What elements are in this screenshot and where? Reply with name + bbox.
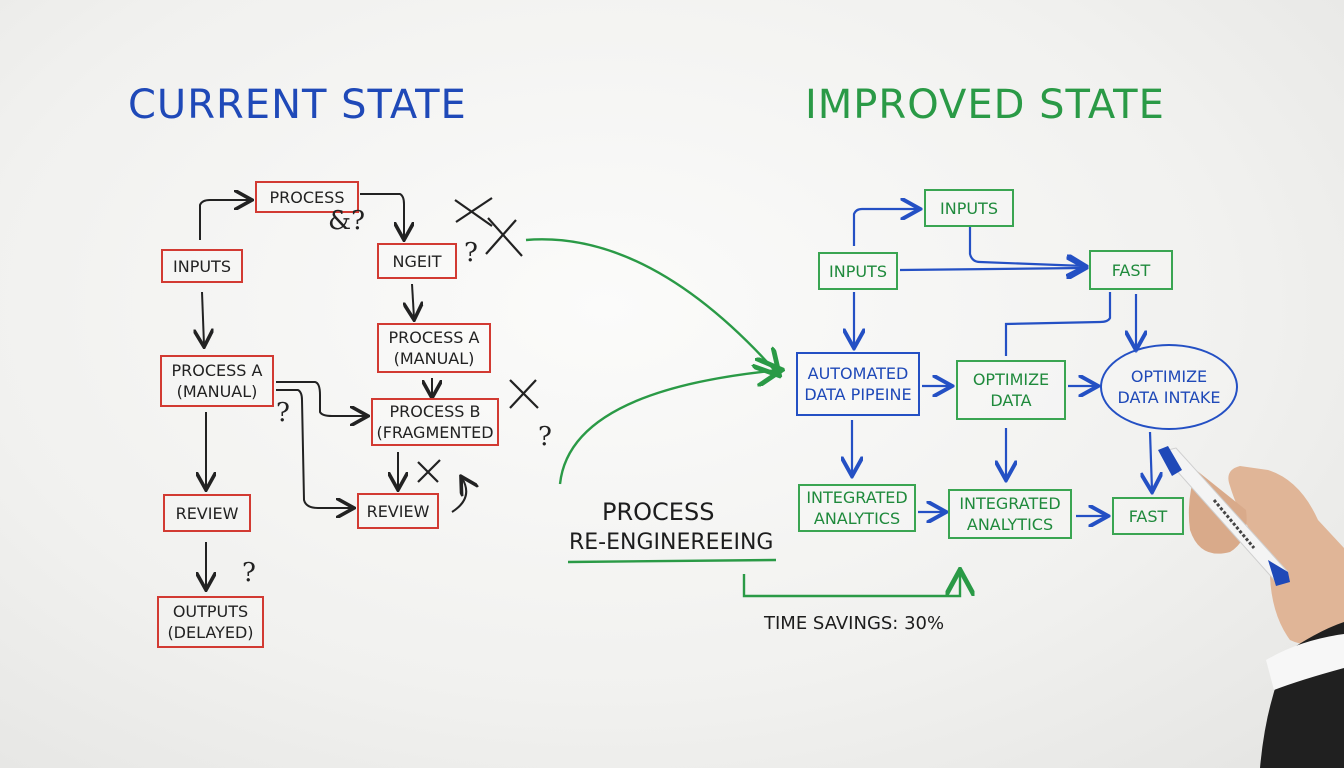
automated-line1: AUTOMATED [807, 364, 909, 383]
process-b-line2: (FRAGMENTED [376, 423, 494, 442]
fast-bottom-box: FAST [1112, 497, 1184, 535]
integrated-mid-line1: INTEGRATED [959, 494, 1061, 513]
integrated-left-line1: INTEGRATED [806, 488, 908, 507]
integrated-mid-line2: ANALYTICS [966, 515, 1054, 534]
process-top-label: PROCESS [269, 187, 345, 207]
process-top-box: PROCESS [255, 181, 359, 213]
integrated-mid-box: INTEGRATED ANALYTICS [948, 489, 1072, 539]
cross-marks [417, 197, 539, 483]
review-left-box: REVIEW [163, 494, 251, 532]
outputs-line2: (DELAYED) [167, 623, 254, 642]
process-a-left-line2: (MANUAL) [176, 382, 258, 401]
optimize-data-box: OPTIMIZE DATA [956, 360, 1066, 420]
question-mark-4: ? [242, 558, 256, 588]
reengineering-title-line2: RE-ENGINEREEING [569, 530, 774, 555]
hand-with-marker [1158, 446, 1344, 768]
ngeit-label: NGEIT [392, 251, 442, 271]
current-state-arrows [200, 194, 466, 588]
inputs-top-box: INPUTS [924, 189, 1014, 227]
review-mid-label: REVIEW [366, 501, 430, 521]
inputs-left-label: INPUTS [173, 256, 231, 276]
improved-state-arrows [852, 209, 1152, 516]
optimize-intake-oval: OPTIMIZE DATA INTAKE [1100, 344, 1238, 430]
inputs-top-label: INPUTS [940, 198, 998, 218]
process-a-mid-line2: (MANUAL) [393, 349, 475, 368]
current-state-heading: CURRENT STATE [128, 82, 467, 128]
question-mark-3: ? [538, 422, 552, 452]
improved-state-heading: IMPROVED STATE [805, 82, 1165, 128]
process-a-left-box: PROCESS A (MANUAL) [160, 355, 274, 407]
automated-line2: DATA PIPEINE [804, 385, 912, 404]
optimize-intake-line2: DATA INTAKE [1117, 388, 1221, 407]
automated-pipeline-box: AUTOMATED DATA PIPEINE [796, 352, 920, 416]
reengineering-title-line1: PROCESS [602, 498, 715, 526]
fast-top-box: FAST [1089, 250, 1173, 290]
integrated-left-line2: ANALYTICS [813, 509, 901, 528]
transition-arrows [525, 238, 960, 598]
question-mark-2: ? [276, 398, 290, 428]
time-savings-label: TIME SAVINGS: 30% [764, 613, 945, 634]
process-b-box: PROCESS B (FRAGMENTED [371, 398, 499, 446]
outputs-line1: OUTPUTS [172, 602, 249, 621]
inputs-left-improved-box: INPUTS [818, 252, 898, 290]
ngeit-box: NGEIT [377, 243, 457, 279]
inputs-left-improved-label: INPUTS [829, 261, 887, 281]
process-a-mid-line1: PROCESS A [388, 328, 480, 347]
process-a-left-line1: PROCESS A [171, 361, 263, 380]
process-b-line1: PROCESS B [389, 402, 481, 421]
optimize-data-line2: DATA [990, 391, 1032, 410]
review-left-label: REVIEW [175, 503, 239, 523]
question-mark-1: ? [464, 238, 478, 268]
review-mid-box: REVIEW [357, 493, 439, 529]
inputs-left-box: INPUTS [161, 249, 243, 283]
process-a-mid-box: PROCESS A (MANUAL) [377, 323, 491, 373]
outputs-box: OUTPUTS (DELAYED) [157, 596, 264, 648]
integrated-left-box: INTEGRATED ANALYTICS [798, 484, 916, 532]
optimize-intake-line1: OPTIMIZE [1130, 367, 1208, 386]
fast-bottom-label: FAST [1128, 506, 1168, 526]
optimize-data-line1: OPTIMIZE [972, 370, 1050, 389]
amp-question-mark: &? [328, 206, 366, 236]
fast-top-label: FAST [1111, 260, 1151, 280]
